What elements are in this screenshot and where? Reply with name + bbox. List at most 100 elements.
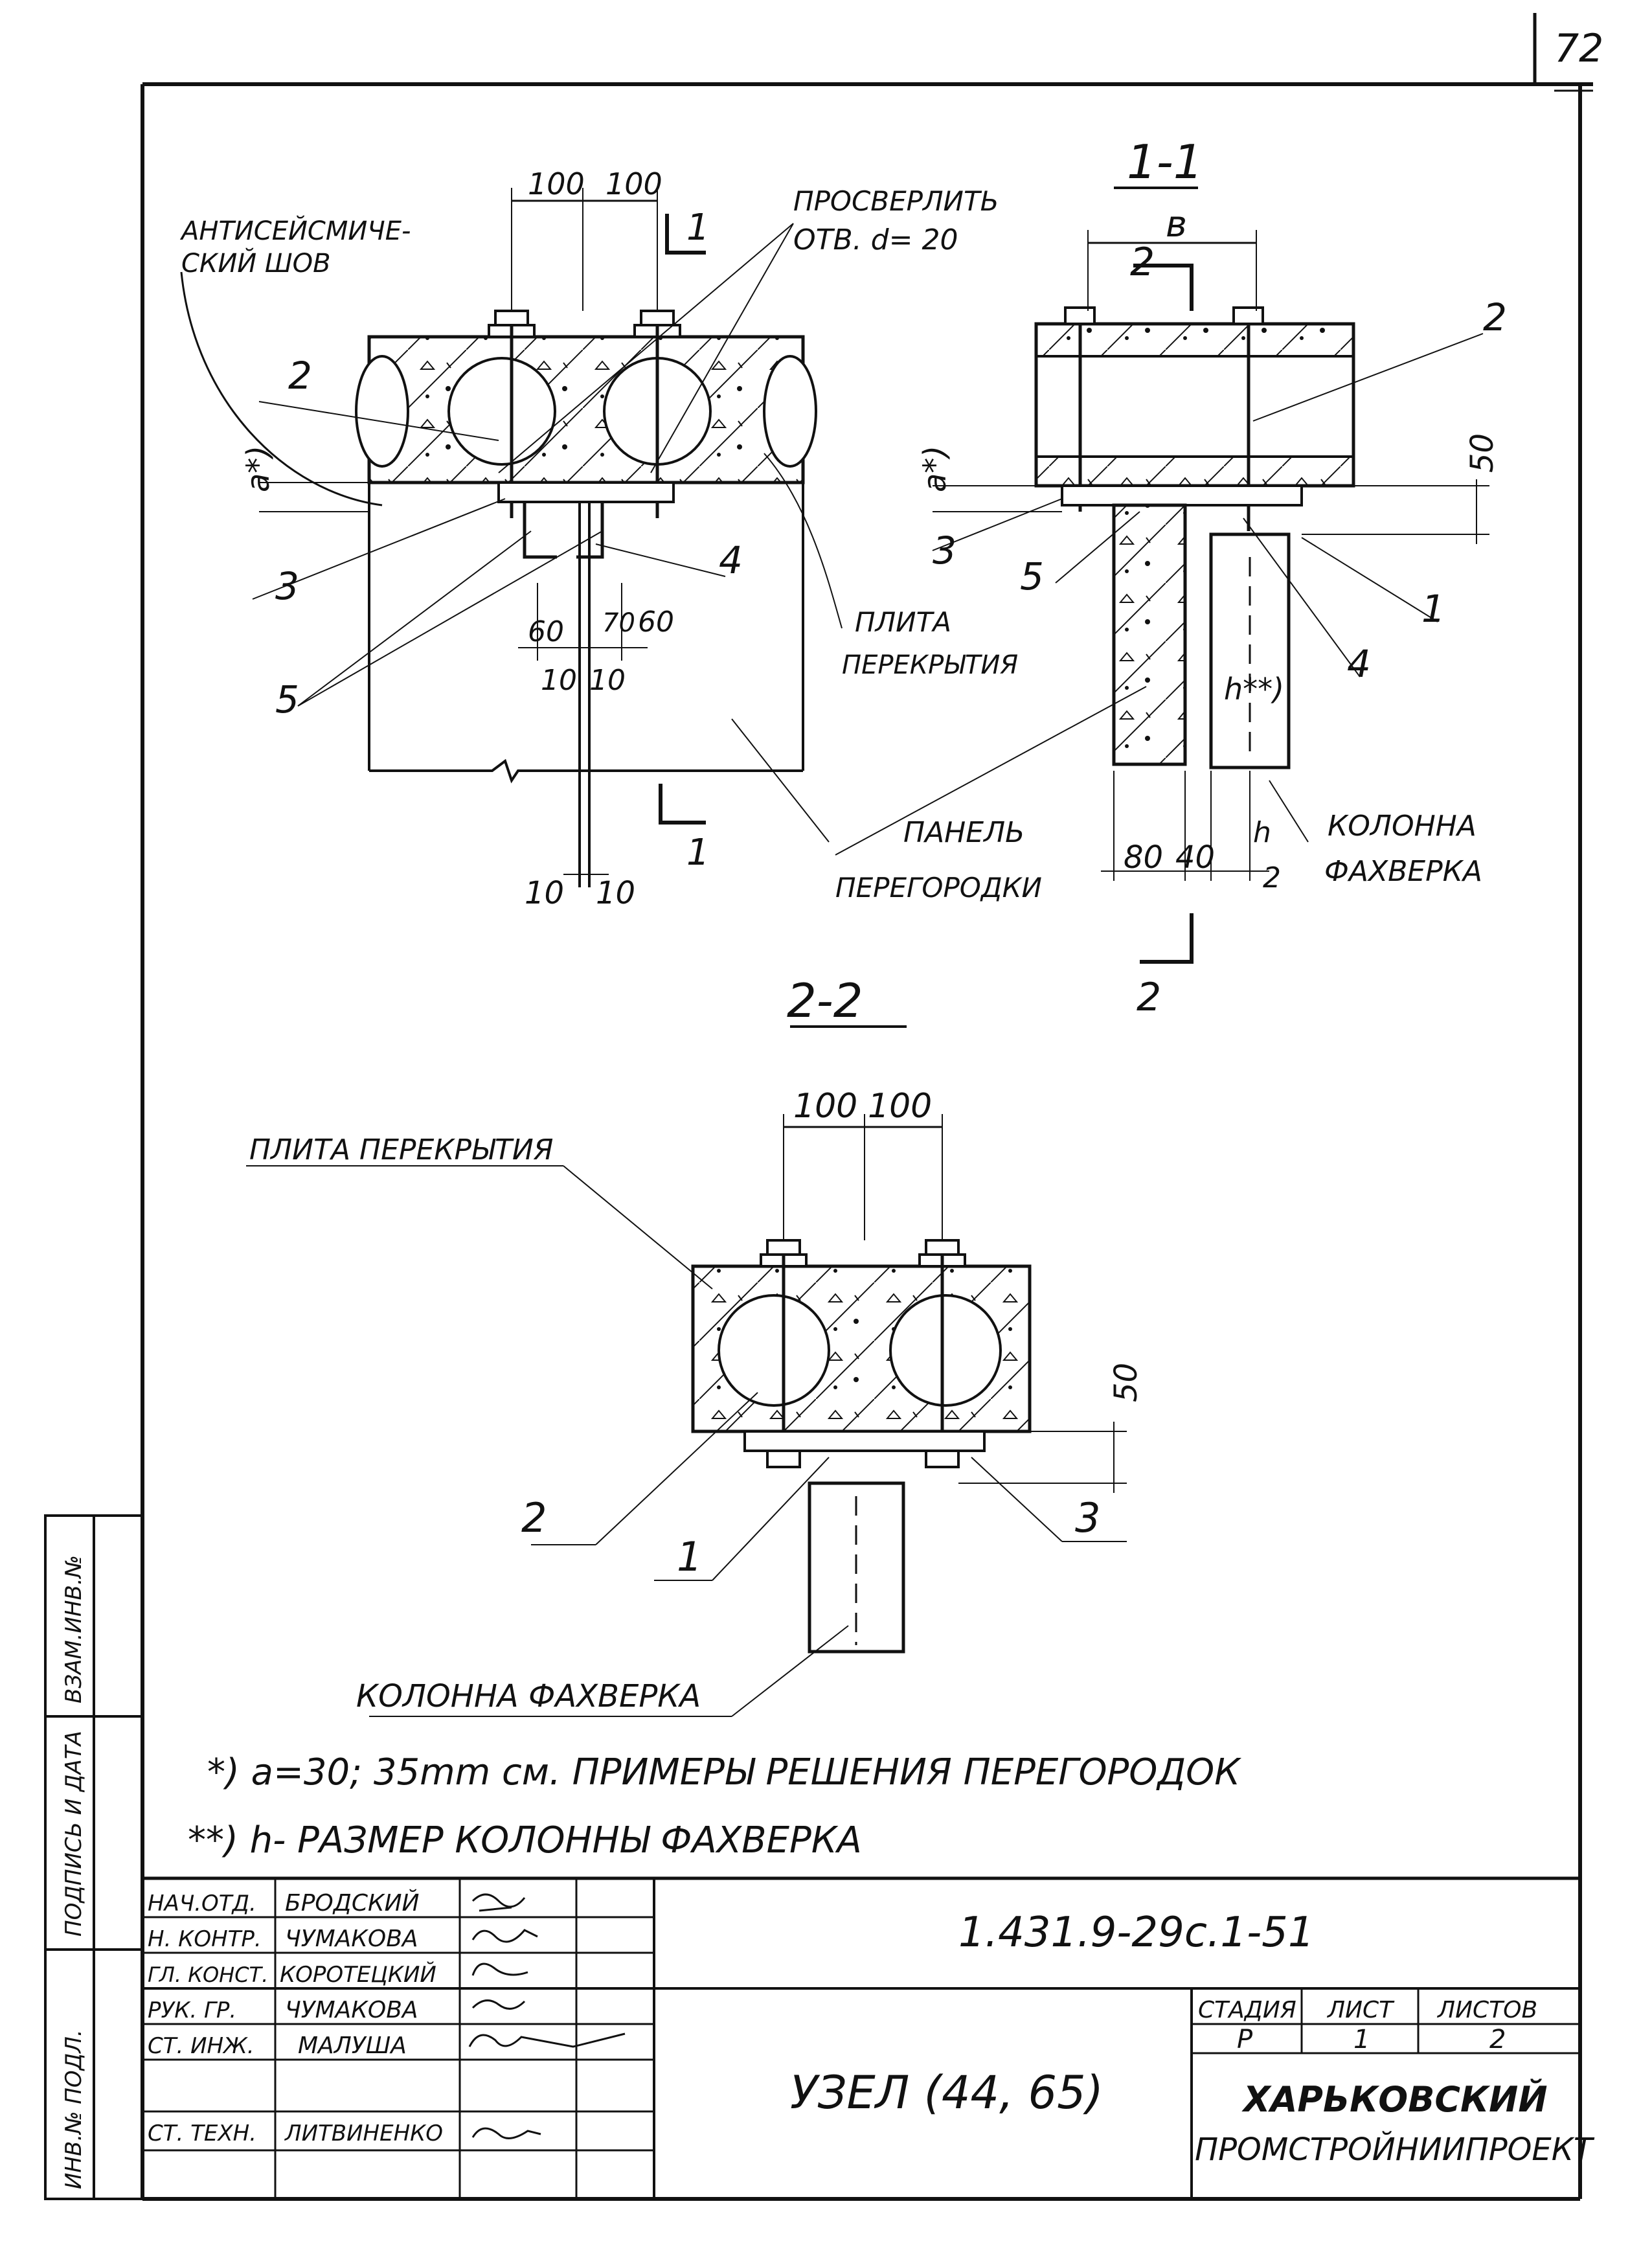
label-anti-seismic-1: АНТИСЕЙСМИЧЕ- <box>179 215 411 246</box>
staff-name-2: ЧУМАКОВА <box>285 1926 418 1952</box>
section-mark-2-top: 2 <box>1130 240 1155 285</box>
note-1: *) a=30; 35mm см. ПРИМЕРЫ РЕШЕНИЯ ПЕРЕГО… <box>207 1751 1241 1793</box>
sheet-value: 1 <box>1353 2025 1370 2054</box>
dim-bottom-10-left-a: 10 <box>525 875 564 911</box>
stage-value: Р <box>1237 2025 1253 2054</box>
dim-70-a: 70 <box>602 608 635 638</box>
angle-a2 <box>576 502 604 559</box>
dim-10-left-a: 10 <box>541 664 577 697</box>
partition-panel-1-1 <box>1112 503 1187 766</box>
callout-4-1-1: 4 <box>1347 642 1371 686</box>
dim-left-2-2: 100 <box>793 1087 857 1126</box>
bolt-head-a1 <box>494 310 529 326</box>
bottom-plate-a <box>497 481 675 503</box>
staff-role-3: ГЛ. КОНСТ. <box>148 1962 268 1987</box>
staff-name-1: БРОДСКИЙ <box>285 1889 419 1917</box>
label-column-1-1-1: КОЛОННА <box>1328 810 1477 843</box>
callout-3-2-2: 3 <box>1075 1494 1100 1541</box>
callout-2-1-1: 2 <box>1483 295 1507 339</box>
callout-1-2-2: 1 <box>677 1533 702 1580</box>
dim-h-half-num: h <box>1253 816 1271 849</box>
slab-void-a1 <box>447 357 556 466</box>
staff-role-5: СТ. ИНЖ. <box>148 2033 255 2059</box>
staff-role-7: СТ. ТЕХН. <box>148 2121 256 2146</box>
dim-right-2-2: 100 <box>868 1087 932 1126</box>
angle-a1 <box>523 502 557 559</box>
label-slab-1-a: ПЛИТА <box>855 606 951 638</box>
section-arrow-1-bottom <box>659 784 706 825</box>
callout-5-1-1: 5 <box>1020 554 1044 598</box>
label-slab-2-2: ПЛИТА ПЕРЕКРЫТИЯ <box>249 1133 553 1166</box>
bottom-plate-1-1 <box>1061 484 1303 506</box>
dim-40-1-1: 40 <box>1175 839 1215 876</box>
section-arrow-2-top <box>1133 264 1194 311</box>
dim-b-1-1: в <box>1166 203 1187 245</box>
dim-80-1-1: 80 <box>1124 839 1163 876</box>
label-anti-seismic-2: СКИЙ ШОВ <box>181 247 331 279</box>
document-code: 1.431.9-29c.1-51 <box>958 1909 1315 1957</box>
organization-name-2: ПРОМСТРОЙНИИПРОЕКТ <box>1195 2131 1595 2168</box>
dim-50-1-1: 50 <box>1464 433 1500 473</box>
label-panel-1-a: ПАНЕЛЬ <box>903 816 1024 849</box>
callout-3-a: 3 <box>275 564 299 608</box>
staff-name-3: КОРОТЕЦКИЙ <box>280 1961 436 1988</box>
sheets-header: ЛИСТОВ <box>1436 1997 1537 2023</box>
section-arrow-2-bottom <box>1140 913 1194 964</box>
section-a-drawing <box>180 188 843 887</box>
label-slab-2-a: ПЕРЕКРЫТИЯ <box>842 650 1018 680</box>
side-stamp-cell-3: ИНВ.№ ПОДЛ. <box>61 2029 87 2189</box>
slab-void-2-2b <box>889 1294 1002 1407</box>
callout-2-a: 2 <box>288 354 312 398</box>
section-1-1-drawing <box>835 187 1489 964</box>
dim-50-2-2: 50 <box>1108 1363 1144 1402</box>
callout-4-a: 4 <box>719 538 743 582</box>
bottom-plate-2-2 <box>743 1430 986 1452</box>
note-2: **) h- РАЗМЕР КОЛОННЫ ФАХВЕРКА <box>188 1819 862 1861</box>
drawing-title: УЗЕЛ (44, 65) <box>790 2066 1103 2119</box>
staff-name-7: ЛИТВИНЕНКО <box>284 2121 443 2146</box>
callout-1-1-1: 1 <box>1421 587 1445 631</box>
section-mark-1-bottom: 1 <box>686 832 710 874</box>
staff-role-1: НАЧ.ОТД. <box>148 1891 256 1917</box>
dim-10-right-a: 10 <box>589 664 626 697</box>
section-2-2-drawing <box>246 1025 1127 1717</box>
side-stamp-cell-2: ПОДПИСЬ И ДАТА <box>61 1731 87 1937</box>
section-arrow-1-top <box>665 214 706 255</box>
side-stamp-cell-1: ВЗАМ.ИНВ.№ <box>61 1555 87 1703</box>
leader-anti-seismic <box>180 271 383 506</box>
dim-60-left-a: 60 <box>528 615 564 648</box>
label-drill-2: ОТВ. d= 20 <box>793 223 958 256</box>
dim-h-1-1: h**) <box>1224 672 1284 707</box>
dim-bottom-10-right-a: 10 <box>596 875 635 911</box>
page-number: 72 <box>1554 26 1603 71</box>
organization-name-1: ХАРЬКОВСКИЙ <box>1241 2079 1548 2120</box>
callout-3-1-1: 3 <box>933 529 956 573</box>
label-column-2-1-1: ФАХВЕРКА <box>1324 855 1482 888</box>
title-block-grid <box>142 1876 1580 2199</box>
callout-2-2-2: 2 <box>521 1494 547 1541</box>
staff-role-4: РУК. ГР. <box>148 1997 236 2023</box>
label-drill-1: ПРОСВЕРЛИТЬ <box>793 185 999 217</box>
dim-top-left-a: 100 <box>528 166 585 201</box>
side-stamp <box>44 1514 144 2200</box>
sheets-value: 2 <box>1489 2025 1506 2054</box>
section-2-2-title: 2-2 <box>787 973 863 1028</box>
sheet-header: ЛИСТ <box>1326 1997 1395 2023</box>
slab-body-a <box>367 335 805 484</box>
staff-name-5: МАЛУША <box>298 2032 407 2059</box>
section-mark-1-top: 1 <box>686 207 710 249</box>
dim-a-1-1: a*) <box>917 446 953 492</box>
callout-5-a: 5 <box>275 677 299 722</box>
staff-role-2: Н. КОНТР. <box>148 1926 262 1952</box>
label-panel-2-a: ПЕРЕГОРОДКИ <box>835 872 1042 904</box>
bolt-head-a2 <box>640 310 675 326</box>
section-mark-2-bottom: 2 <box>1137 975 1161 1020</box>
panel-outline-a <box>369 758 803 784</box>
section-1-1-title: 1-1 <box>1127 135 1203 189</box>
stage-header: СТАДИЯ <box>1198 1997 1296 2023</box>
dim-top-right-a: 100 <box>605 166 662 201</box>
slab-void-2-2a <box>718 1294 830 1407</box>
dim-a-a: a*) <box>240 446 277 492</box>
dim-60-right-a: 60 <box>638 606 674 639</box>
